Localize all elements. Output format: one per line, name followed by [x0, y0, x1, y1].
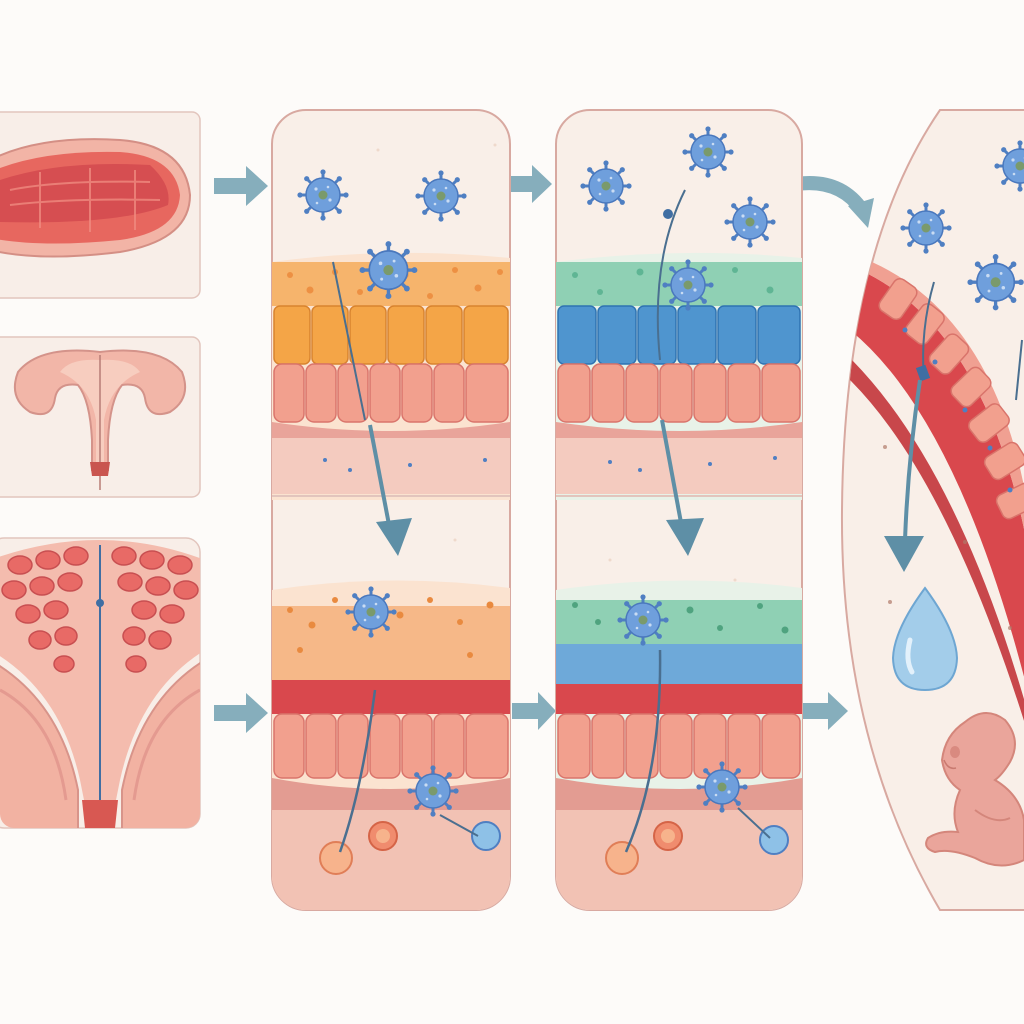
arrow-right-icon — [214, 166, 268, 206]
fetus-icon — [925, 712, 1024, 867]
virus-icon — [357, 239, 420, 301]
arrow-down-icon — [660, 419, 704, 556]
virus-icon — [343, 584, 399, 640]
arrow-right-icon — [848, 198, 874, 228]
droplet-icon — [891, 586, 959, 692]
virus-icon — [413, 168, 469, 224]
arrow-right-icon — [214, 693, 268, 733]
virus-icon — [578, 158, 634, 214]
arrow-right-icon — [504, 165, 552, 203]
virus-icon — [965, 252, 1024, 313]
left-panel-uterus-section — [0, 111, 201, 299]
virus-icon — [615, 592, 671, 648]
virus-icon — [694, 759, 750, 815]
arrow-right-icon — [802, 692, 848, 730]
uterus-section-icon — [0, 138, 192, 258]
virus-icon — [898, 200, 954, 256]
virus-icon — [405, 763, 461, 819]
virus-icon — [295, 167, 351, 223]
virus-icon — [722, 194, 778, 250]
panel-orange-tissue — [271, 109, 511, 911]
arrow-down-icon — [884, 379, 924, 572]
placenta-section-icon — [0, 540, 200, 828]
background-speckles — [376, 143, 737, 582]
arrow-down-icon — [368, 424, 412, 556]
panel-fetal-transmission — [840, 109, 1024, 911]
panel-blue-tissue — [555, 109, 803, 911]
left-panel-uterus — [0, 336, 201, 498]
arrow-right-icon — [512, 692, 556, 730]
virus-icon — [680, 124, 736, 180]
uterus-icon — [14, 349, 186, 490]
virus-icon — [660, 257, 716, 313]
left-panel-placenta-section — [0, 537, 201, 829]
